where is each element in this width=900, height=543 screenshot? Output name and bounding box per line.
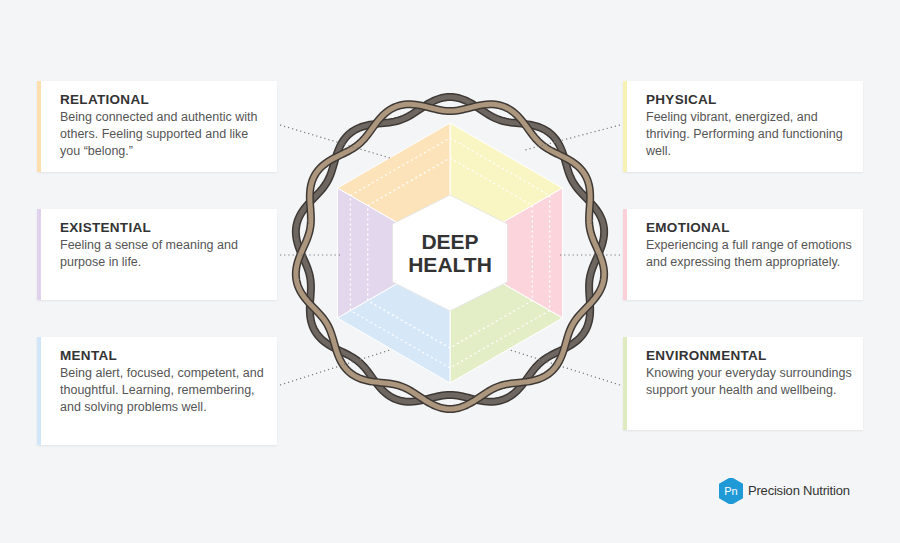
hexagon-shape (393, 195, 508, 311)
card-heading: RELATIONAL (60, 91, 267, 108)
card-body: Being connected and authentic with other… (60, 109, 268, 160)
dimension-card: MENTALBeing alert, focused, competent, a… (37, 337, 277, 445)
leader-line (280, 125, 390, 158)
logo-initials: Pn (724, 485, 737, 497)
leader-line (560, 254, 620, 255)
rope-strand-outline (296, 104, 604, 409)
card-heading: ENVIRONMENTAL (646, 347, 853, 364)
rope-strand (296, 104, 604, 409)
dimension-card: RELATIONALBeing connected and authentic … (37, 81, 277, 172)
dimension-card: EXISTENTIALFeeling a sense of meaning an… (37, 209, 277, 300)
logo-mark: Pn (719, 478, 743, 504)
brand-name: Precision Nutrition (748, 483, 850, 498)
leader-line (280, 350, 390, 385)
hub-hexagon: DEEP HEALTH (392, 195, 508, 311)
leader-line (510, 350, 620, 385)
leader-line (525, 125, 620, 150)
hub-title: DEEP HEALTH (408, 230, 492, 276)
dimension-card: ENVIRONMENTALKnowing your everyday surro… (623, 337, 863, 430)
card-body: Knowing your everyday surroundings suppo… (646, 365, 854, 399)
card-heading: PHYSICAL (646, 91, 853, 108)
dotted-ring (350, 138, 549, 368)
leader-line (280, 254, 342, 255)
card-body: Feeling a sense of meaning and purpose i… (60, 237, 268, 271)
card-heading: EMOTIONAL (646, 219, 853, 236)
hexagon-shape (720, 478, 743, 504)
card-body: Feeling vibrant, energized, and thriving… (646, 109, 854, 160)
dimension-card: EMOTIONALExperiencing a full range of em… (623, 209, 863, 300)
card-body: Being alert, focused, competent, and tho… (60, 365, 268, 416)
card-heading: MENTAL (60, 347, 267, 364)
dotted-ring (368, 158, 533, 348)
card-heading: EXISTENTIAL (60, 219, 267, 236)
card-body: Experiencing a full range of emotions an… (646, 237, 854, 271)
dimension-card: PHYSICALFeeling vibrant, energized, and … (623, 81, 863, 172)
rope-ring (296, 97, 604, 409)
